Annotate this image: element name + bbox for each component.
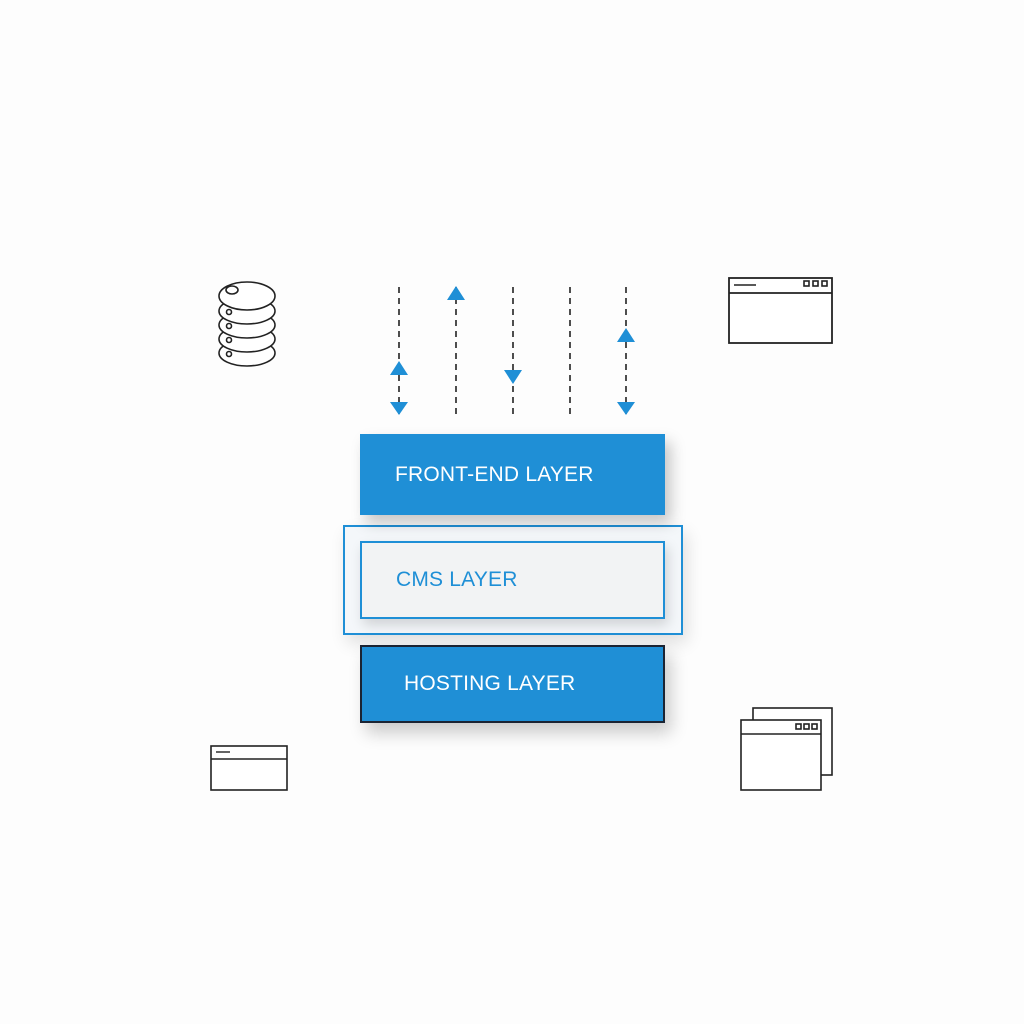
- arrow-up-icon: [617, 328, 635, 342]
- arrow-up-icon: [447, 286, 465, 300]
- arrow-down-icon: [390, 402, 408, 415]
- front-end-layer-label: FRONT-END LAYER: [395, 462, 594, 486]
- hosting-layer: HOSTING LAYER: [360, 645, 665, 723]
- database-icon: [218, 281, 276, 367]
- arrow-down-icon: [504, 370, 522, 384]
- arrow-down-icon: [617, 402, 635, 415]
- front-end-layer: FRONT-END LAYER: [360, 434, 665, 515]
- cms-layer: CMS LAYER: [360, 541, 665, 619]
- small-window-icon: [210, 745, 288, 791]
- stacked-windows-icon: [740, 707, 833, 791]
- hosting-layer-label: HOSTING LAYER: [404, 672, 576, 695]
- arrow-up-icon: [390, 361, 408, 375]
- browser-window-icon: [728, 277, 833, 344]
- cms-layer-label: CMS LAYER: [396, 568, 518, 591]
